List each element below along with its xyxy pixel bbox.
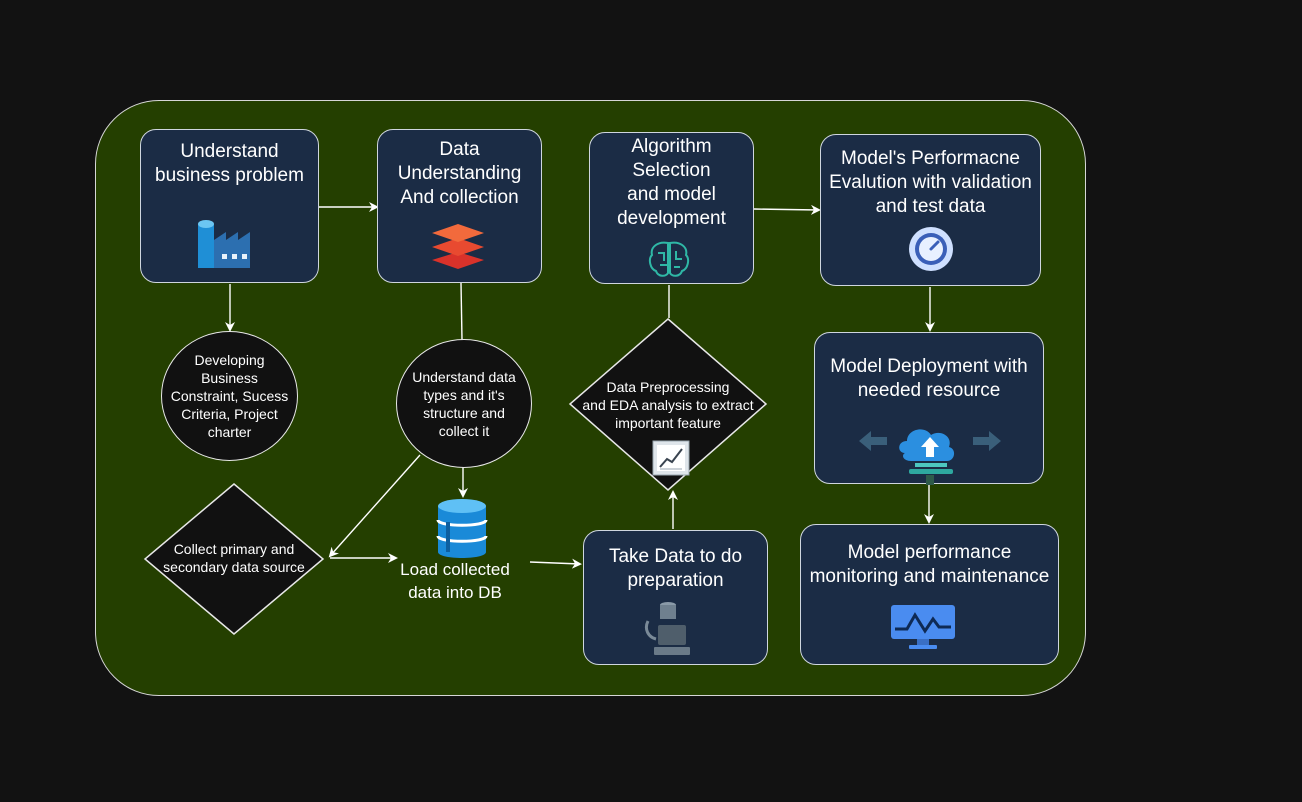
node-label: Algorithm Selection and model developmen… bbox=[617, 136, 726, 229]
node-take-data: Take Data to do preparation bbox=[583, 530, 768, 665]
brain-circuit-icon bbox=[648, 241, 690, 277]
node-label: Take Data to do preparation bbox=[608, 546, 743, 591]
node-understand-business: Understand business problem bbox=[140, 129, 319, 283]
arrow-algorithm-to-evaluation bbox=[753, 204, 821, 215]
node-algorithm-selection: Algorithm Selection and model developmen… bbox=[589, 132, 754, 284]
node-monitoring: Model performance monitoring and mainten… bbox=[800, 524, 1059, 665]
chart-trend-icon bbox=[652, 440, 690, 476]
data-transfer-icon bbox=[644, 602, 690, 655]
node-load-db: Load collected data into DB bbox=[400, 560, 510, 602]
cloud-upload-icon bbox=[859, 429, 1001, 485]
node-label: Model Deployment with needed resource bbox=[830, 356, 1028, 401]
node-developing-constraint: Developing Business Constraint, Sucess C… bbox=[161, 331, 298, 461]
node-model-deployment: Model Deployment with needed resource bbox=[814, 332, 1044, 485]
node-understand-types: Understand data types and it's structure… bbox=[396, 339, 532, 468]
node-label: Model performance monitoring and mainten… bbox=[809, 542, 1050, 587]
diamond-preprocessing bbox=[568, 318, 768, 491]
node-label: Data Understanding And collection bbox=[397, 139, 522, 208]
gauge-icon bbox=[909, 227, 953, 271]
factory-icon bbox=[198, 220, 250, 268]
arrow-types-to-collect bbox=[328, 454, 421, 558]
node-collect-sources: Collect primary and secondary data sourc… bbox=[163, 541, 305, 575]
arrow-db-to-takedata bbox=[529, 558, 582, 569]
line-data-to-types bbox=[460, 282, 463, 341]
node-model-evaluation: Model's Performacne Evalution with valid… bbox=[820, 134, 1041, 286]
diamond-collect-sources bbox=[143, 483, 325, 635]
monitor-pulse-icon bbox=[891, 605, 955, 649]
database-icon bbox=[436, 499, 488, 558]
node-data-understanding: Data Understanding And collection bbox=[377, 129, 542, 283]
node-label: Understand business problem bbox=[155, 141, 304, 186]
layers-stack-icon bbox=[432, 224, 484, 269]
node-label: Model's Performacne Evalution with valid… bbox=[829, 148, 1032, 217]
node-preprocessing: Data Preprocessing and EDA analysis to e… bbox=[582, 379, 754, 431]
